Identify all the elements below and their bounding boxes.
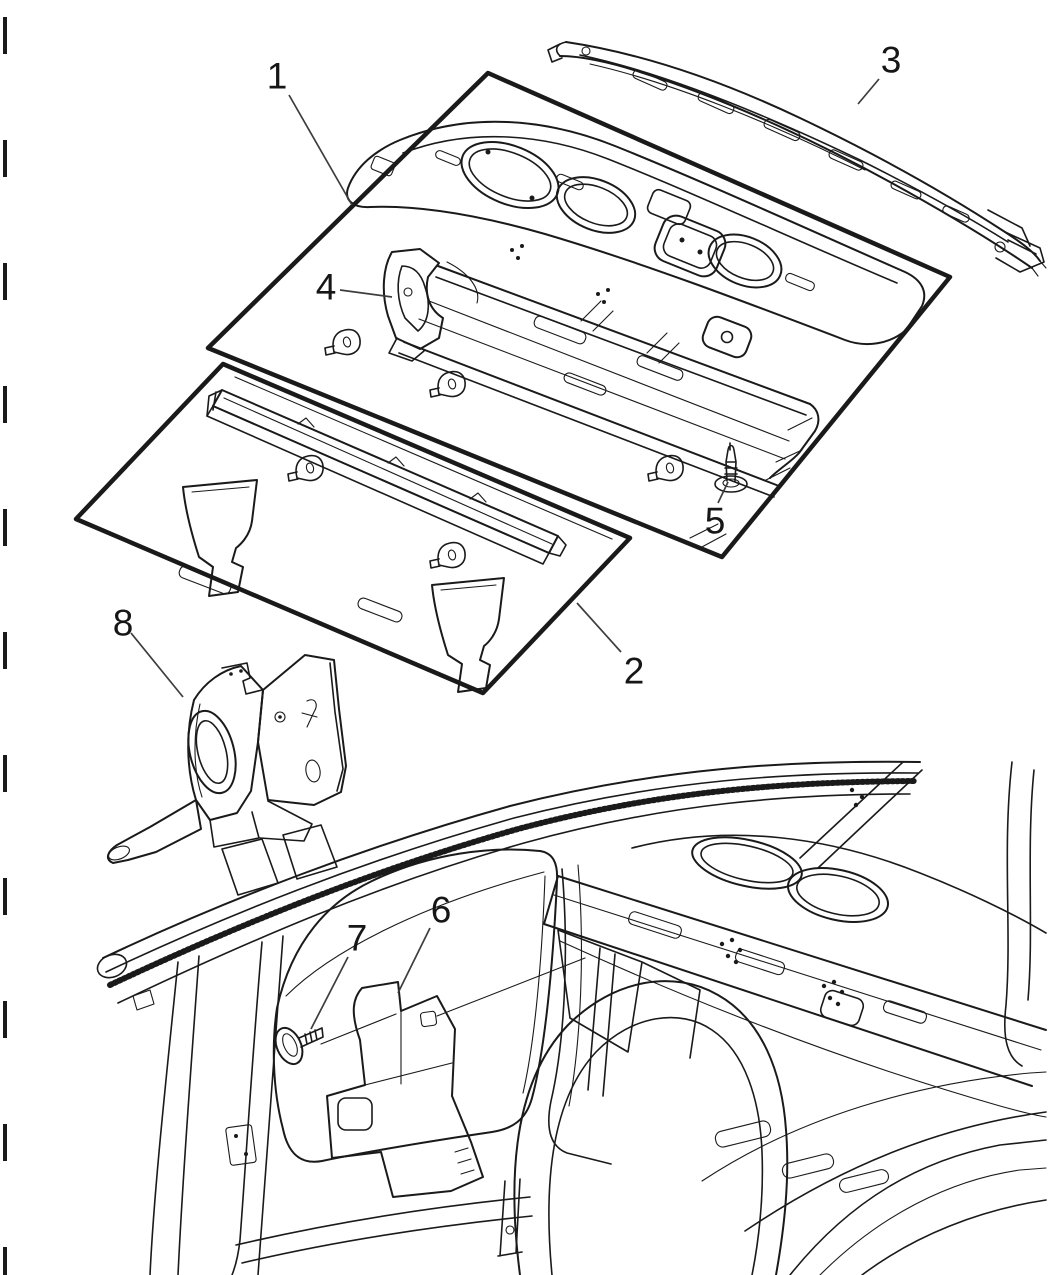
callout-8-leader [130,632,184,698]
callout-2-leader [576,602,622,653]
edge-tick-11 [3,1247,7,1275]
callout-1-leader [288,94,353,206]
retainer-clips-upper [324,328,684,482]
edge-tick-7 [3,755,7,792]
part8-quarter-bracket [106,654,347,896]
registration-ticks-layer [3,17,7,1275]
seat-bulkhead [557,929,701,1097]
part5-push-pin [714,442,748,493]
edge-tick-1 [3,17,7,54]
trunk-floor [497,1071,1047,1275]
part2-sheet-outline [73,361,633,696]
edge-tick-2 [3,140,7,177]
interior-crossmember [543,875,1047,1118]
edge-tick-5 [3,509,7,546]
door-pillar [149,935,533,1275]
part2-silencer-panel-sheet [73,361,633,696]
edge-tick-6 [3,632,7,669]
callout-3-leader [857,78,880,105]
callout-5-label: 5 [705,501,726,542]
shelf-crossmember [398,261,820,549]
callout-4-label: 4 [316,267,337,308]
interior-rear-shelf [631,761,1047,1067]
roof-side-rail [96,760,921,1011]
silencer-pad-right [431,577,505,693]
edge-tick-9 [3,1001,7,1038]
retainer-clips-lower [287,454,466,569]
part1-sheet-outline [205,70,953,560]
quarter-window-aperture [272,848,612,1165]
part1-shelf-panel-sheet [205,70,953,560]
silencer-pad-left [182,479,258,597]
body-side-interior-view [96,760,1047,1275]
part7-push-pin [274,1013,397,1066]
callout-3-label: 3 [881,40,902,81]
center-cutout [646,188,692,226]
part4-support-bracket [382,248,444,362]
speaker-opening-center [555,176,637,234]
callout-7-label: 7 [347,918,368,959]
callout-7-leader [310,956,349,1030]
edge-tick-8 [3,878,7,915]
callout-2-label: 2 [624,651,645,692]
speaker-opening-right [707,233,783,289]
callout-6-leader [397,927,431,994]
callout-8-label: 8 [113,603,134,644]
callout-5-leader [717,481,729,504]
edge-tick-4 [3,386,7,423]
callouts-layer: 1 2 3 4 5 6 7 8 [113,40,902,1030]
edge-tick-10 [3,1124,7,1161]
silencer-rail [206,389,567,565]
part3-header-bow [547,41,1047,277]
callout-1-label: 1 [267,56,288,97]
wheelhouse [513,980,789,1275]
part6-pillar-trim [326,957,586,1198]
shelf-panel [346,120,926,346]
callout-6-label: 6 [431,890,452,931]
callout-4-leader [339,289,393,298]
square-opening [653,214,727,278]
edge-tick-3 [3,263,7,300]
